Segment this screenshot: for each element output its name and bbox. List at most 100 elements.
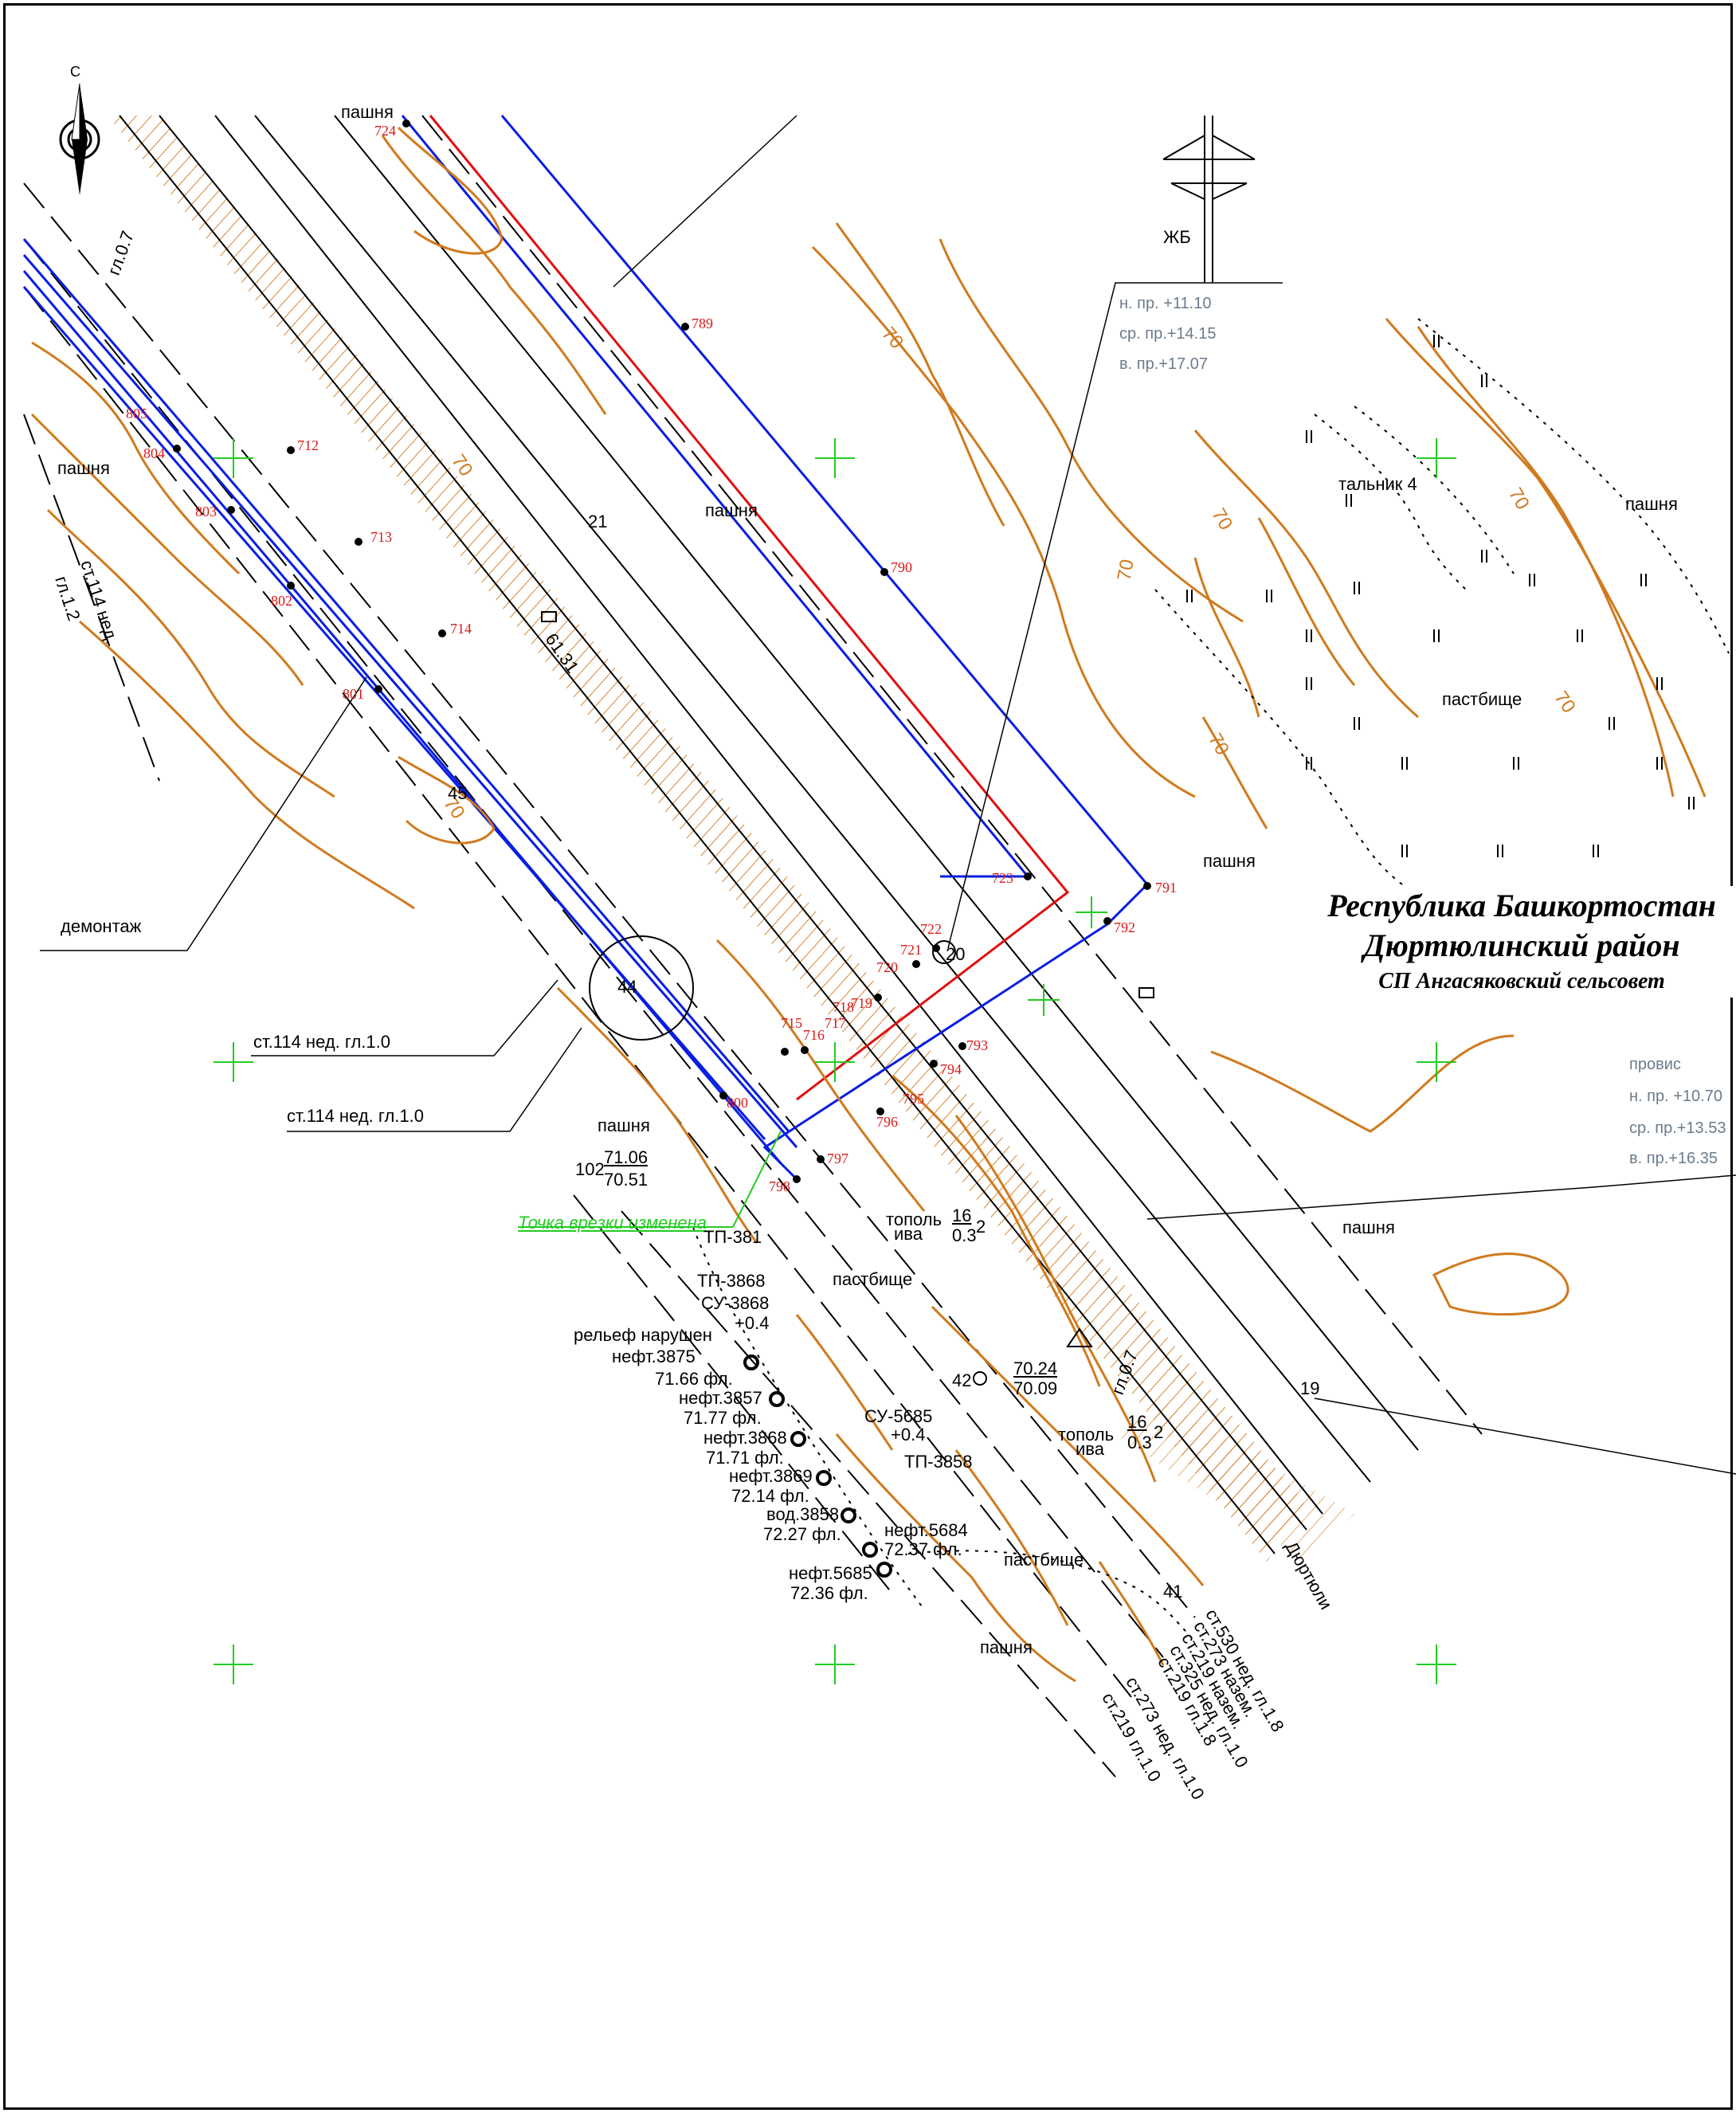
svg-text:724: 724 <box>374 123 396 139</box>
elevation-top: 70.24 <box>1013 1358 1058 1378</box>
svg-text:805: 805 <box>126 406 147 421</box>
well-name: вод.3858 <box>766 1504 840 1524</box>
region-settlement: СП Ангасяковский сельсовет <box>1378 969 1665 994</box>
north-label: С <box>70 64 80 80</box>
contour-value-label: 70 <box>1204 730 1233 759</box>
svg-text:789: 789 <box>692 316 713 331</box>
field-label: пашня <box>1342 1217 1395 1237</box>
svg-text:718: 718 <box>833 999 854 1015</box>
power-line-label: ЖБ <box>1163 227 1191 247</box>
svg-text:791: 791 <box>1155 880 1177 896</box>
field-label: пашня <box>705 500 758 520</box>
point-number: 45 <box>448 783 468 803</box>
point-number: 42 <box>952 1370 972 1390</box>
well-name: нефт.3875 <box>612 1347 696 1366</box>
elevation-bottom: 70.51 <box>604 1170 649 1190</box>
pasture-label: пастбище <box>1004 1550 1084 1570</box>
pasture-label: пастбище <box>1442 689 1522 709</box>
pasture-label: пастбище <box>833 1269 913 1289</box>
field-label: пашня <box>341 102 394 122</box>
point-number: 21 <box>588 512 608 531</box>
dismantle-label: демонтаж <box>61 916 142 936</box>
transformer-label: ТП-3858 <box>904 1452 973 1472</box>
embankment-hatch-2 <box>1115 1402 1354 1562</box>
tree-diameter: 0.3 <box>1127 1433 1152 1452</box>
region-republic: Республика Башкортостан <box>1327 888 1716 923</box>
grid-crosses <box>214 438 1456 1684</box>
well-cluster-circle <box>589 935 694 1041</box>
well-elevation: 72.27 фл. <box>763 1524 841 1544</box>
tie-in-pointer <box>732 1131 782 1228</box>
dotted-boundaries <box>692 318 1730 1642</box>
contours <box>30 126 1707 1683</box>
svg-text:723: 723 <box>992 870 1013 886</box>
transformer-label: ТП-381 <box>703 1227 762 1247</box>
well-name: нефт.3869 <box>729 1466 813 1486</box>
tree-height: 16 <box>1127 1412 1147 1432</box>
svg-text:790: 790 <box>891 559 912 575</box>
control-unit-label: СУ-3868 <box>701 1293 770 1313</box>
tie-in-label: Точка врезки изменена <box>518 1213 707 1233</box>
field-label: пашня <box>1203 851 1256 871</box>
well-elevation: 71.71 фл. <box>706 1448 784 1468</box>
tree-count: 2 <box>1154 1422 1164 1442</box>
svg-text:712: 712 <box>297 437 319 453</box>
pipe-label: ст.114 нед. гл.1.0 <box>287 1106 424 1126</box>
svg-text:798: 798 <box>769 1178 790 1194</box>
svg-text:717: 717 <box>825 1015 846 1031</box>
svg-text:715: 715 <box>781 1015 802 1031</box>
control-unit-label: СУ-5685 <box>864 1406 933 1426</box>
control-unit-value: +0.4 <box>735 1313 770 1333</box>
tree-species: тополь <box>1058 1425 1115 1445</box>
svg-text:794: 794 <box>940 1061 962 1077</box>
svg-text:803: 803 <box>195 504 217 519</box>
contour-value-labels: 70 70 70 70 70 70 70 70 <box>439 323 1580 823</box>
point-number: 20 <box>946 944 966 964</box>
svg-text:722: 722 <box>920 921 942 937</box>
clearance-right-low: н. пр. +10.70 <box>1629 1088 1722 1105</box>
survey-points <box>173 120 1151 1183</box>
relief-label: рельеф нарушен <box>574 1325 712 1345</box>
well-name: нефт.3868 <box>703 1428 787 1448</box>
well-name: нефт.3857 <box>679 1388 762 1408</box>
clearance-top-mid: ср. пр.+14.15 <box>1119 325 1217 343</box>
leader-lines <box>40 115 1736 1475</box>
contour-value-label: 70 <box>1550 688 1579 717</box>
well-name: нефт.5685 <box>789 1563 872 1583</box>
svg-text:716: 716 <box>803 1027 825 1043</box>
well-elevation: 72.37 фл. <box>884 1539 962 1559</box>
shrub-label: тальник 4 <box>1338 474 1417 494</box>
field-label: пашня <box>980 1637 1033 1657</box>
well-elevation: 71.77 фл. <box>684 1408 762 1428</box>
region-district: Дюртюлинский район <box>1363 927 1680 963</box>
contour-value-label: 70 <box>1504 484 1534 514</box>
well-elevation: 71.66 фл. <box>655 1369 733 1389</box>
clearance-top-low: н. пр. +11.10 <box>1119 295 1212 312</box>
clearance-top-high: в. пр.+17.07 <box>1119 355 1208 373</box>
elevation-top: 71.06 <box>604 1147 649 1167</box>
svg-text:793: 793 <box>966 1037 988 1053</box>
pipe-label: ст.114 нед. гл.1.0 <box>253 1032 390 1052</box>
tree-species: ива <box>1076 1439 1104 1459</box>
svg-text:720: 720 <box>876 959 898 975</box>
tree-species: ива <box>894 1224 923 1244</box>
tree-diameter: 0.3 <box>952 1225 977 1245</box>
survey-point-labels: 724 789 790 791 792 793 794 795 796 797 … <box>126 123 1177 1194</box>
svg-text:714: 714 <box>450 621 472 637</box>
point-number: 41 <box>1163 1582 1183 1601</box>
point-number: 102 <box>575 1159 605 1179</box>
well-name: нефт.5684 <box>884 1520 968 1540</box>
svg-text:792: 792 <box>1114 919 1135 935</box>
control-unit-value: +0.4 <box>891 1425 926 1445</box>
blue-lines <box>22 115 1150 1181</box>
clearance-right-mid: ср. пр.+13.53 <box>1629 1119 1726 1137</box>
clearance-right-high: в. пр.+16.35 <box>1629 1150 1718 1167</box>
tree-height: 16 <box>952 1205 972 1225</box>
well-markers <box>743 1354 892 1578</box>
svg-text:713: 713 <box>370 529 392 545</box>
road-lines <box>119 115 1419 1554</box>
field-label: пашня <box>598 1115 650 1135</box>
svg-text:800: 800 <box>727 1095 748 1111</box>
svg-text:797: 797 <box>827 1151 848 1166</box>
